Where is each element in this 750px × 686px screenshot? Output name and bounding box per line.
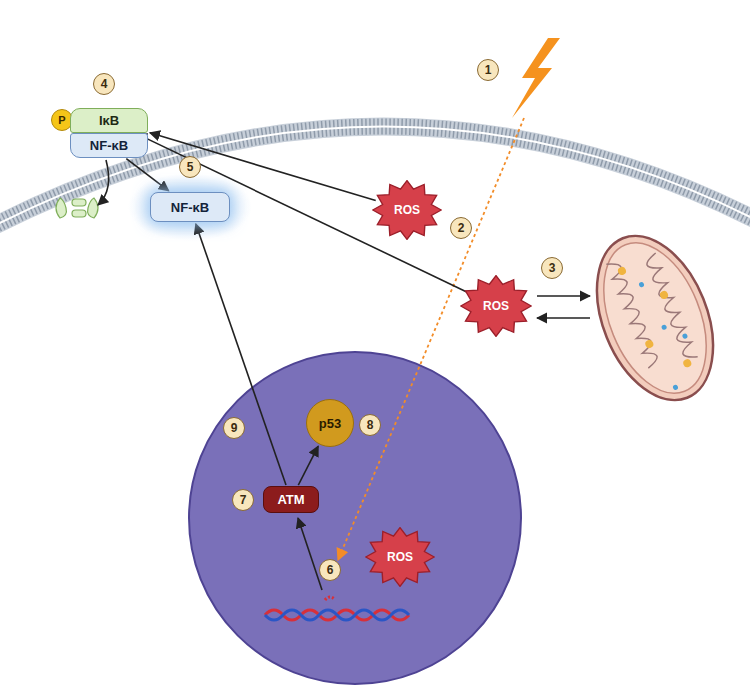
degradation-arrow [98,160,109,205]
dna-helix [265,597,409,620]
radiation-path [338,118,524,560]
callout-number: 2 [450,217,472,239]
node-text: ROS [387,550,413,564]
radiation-bolt [512,38,560,118]
ros-star: ROS [365,527,435,587]
callout-number: 5 [179,156,201,178]
activation-glow [128,173,252,241]
node-text: P [58,114,65,126]
ros-star: ROS [372,180,442,240]
signal-arrow [150,133,376,201]
mitochondrion [575,219,736,417]
node-text: NF-κB [90,138,128,153]
nfkb-box: NF-κB [70,133,148,158]
mito-to-ros-arrow [537,317,590,319]
node-text: p53 [319,416,341,431]
callout-number: 1 [477,59,499,81]
callout-number: 6 [319,559,341,581]
node-text: NF-κB [171,200,209,215]
ros-to-mito-arrow [537,295,590,297]
degraded-fragments [56,198,98,218]
dna-damage-arrow [298,518,322,590]
node-text: ATM [277,492,304,507]
callout-number: 8 [359,414,381,436]
node-text: IκB [99,113,119,128]
ikb-box: IκB [70,108,148,133]
signal-arrow [196,224,286,485]
p53-circle: p53 [306,399,354,447]
ros-star: ROS [460,275,532,337]
callout-number: 3 [541,257,563,279]
atm-box: ATM [263,486,319,513]
cell-membrane [0,126,750,228]
node-text: ROS [394,203,420,217]
nfkb-active-box: NF-κB [150,192,230,222]
callout-number: 7 [232,489,254,511]
callout-number: 9 [223,417,245,439]
signal-arrow [137,134,466,292]
callout-number: 4 [93,73,115,95]
node-text: ROS [483,299,509,313]
signal-arrow [298,446,318,485]
signal-arrow [126,159,168,191]
